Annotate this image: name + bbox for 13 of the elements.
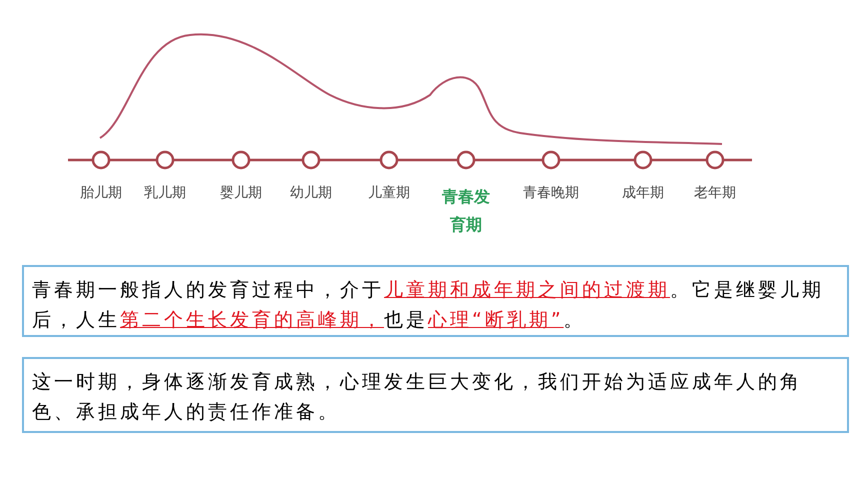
stage-label: 成年期 xyxy=(622,184,664,203)
stage-label: 青春晚期 xyxy=(523,184,579,203)
stage-label: 幼儿期 xyxy=(290,184,332,203)
paragraph: 青春期一般指人的发育过程中，介于儿童期和成年期之间的过渡期。它是继婴儿期后，人生第二个生长发育的高峰期，也是心理“断乳期”。 xyxy=(32,278,825,333)
text-box xyxy=(22,357,849,433)
stage-label: 胎儿期 xyxy=(80,184,122,203)
stage-label: 儿童期 xyxy=(368,184,410,203)
stage-label: 乳儿期 xyxy=(144,184,186,203)
text-box xyxy=(22,265,849,337)
paragraph: 这一时期，身体逐渐发育成熟，心理发生巨大变化，我们开始为适应成年人的角色、承担成年人的责任作准备。 xyxy=(32,370,803,425)
stage-label: 婴儿期 xyxy=(220,184,262,203)
stage-label: 青春发育期 xyxy=(441,186,491,236)
stage-label: 老年期 xyxy=(694,184,736,203)
